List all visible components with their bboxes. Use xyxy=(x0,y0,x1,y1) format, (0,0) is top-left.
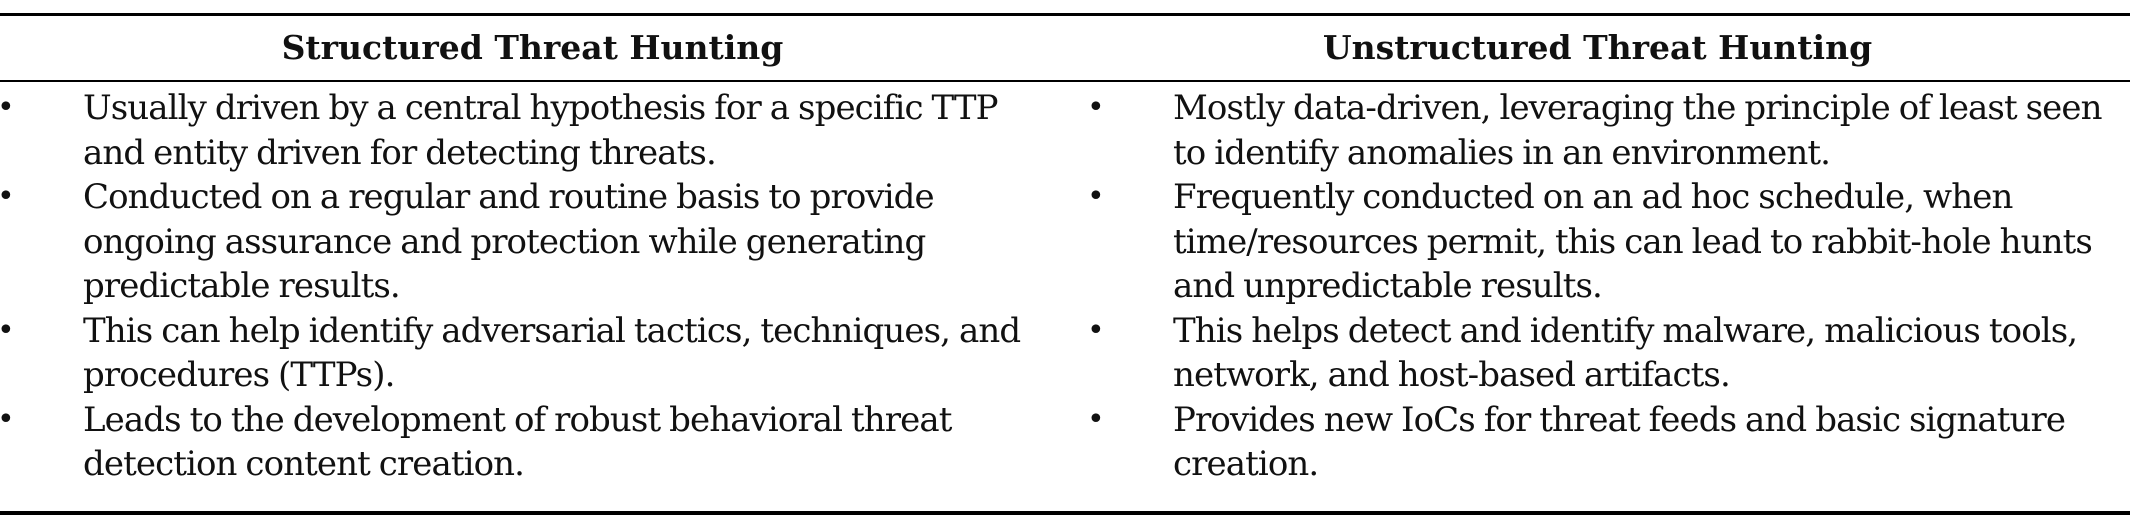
header-divider-rule xyxy=(0,80,2130,82)
bullet-icon: • xyxy=(1087,312,1105,348)
list-item: • Leads to the development of robust beh… xyxy=(0,398,1060,487)
bullet-icon: • xyxy=(0,398,15,443)
bullet-icon: • xyxy=(0,86,15,131)
bullet-icon: • xyxy=(1087,179,1105,214)
bullet-icon: • xyxy=(1087,401,1105,437)
list-item: • Usually driven by a central hypothesis… xyxy=(0,86,1060,175)
list-item-text: Leads to the development of robust behav… xyxy=(83,399,952,485)
bullet-icon: • xyxy=(0,309,15,354)
table-bottom-rule xyxy=(0,511,2130,515)
list-item-text: Conducted on a regular and routine basis… xyxy=(83,177,935,306)
column-header-unstructured: Unstructured Threat Hunting xyxy=(1322,28,1873,67)
column-header-structured: Structured Threat Hunting xyxy=(281,28,784,67)
list-item-text: This can help identify adversarial tacti… xyxy=(83,310,1021,396)
list-item: • Frequently conducted on an ad hoc sche… xyxy=(1070,175,2130,309)
list-item-text: This helps detect and identify malware, … xyxy=(1173,310,2078,396)
table-top-rule xyxy=(0,13,2130,16)
list-item: • Conducted on a regular and routine bas… xyxy=(0,175,1060,309)
list-item: • Mostly data-driven, leveraging the pri… xyxy=(1070,86,2130,175)
list-item: • This can help identify adversarial tac… xyxy=(0,309,1060,398)
bullet-icon: • xyxy=(0,175,15,220)
list-item-text: Mostly data-driven, leveraging the princ… xyxy=(1173,88,2103,173)
list-item-text: Usually driven by a central hypothesis f… xyxy=(83,88,999,173)
list-item: • Provides new IoCs for threat feeds and… xyxy=(1070,398,2130,487)
list-item: • This helps detect and identify malware… xyxy=(1070,309,2130,398)
structured-column: • Usually driven by a central hypothesis… xyxy=(0,86,1060,487)
bullet-icon: • xyxy=(1087,90,1105,125)
unstructured-column: • Mostly data-driven, leveraging the pri… xyxy=(1070,86,2130,487)
list-item-text: Frequently conducted on an ad hoc schedu… xyxy=(1173,177,2093,306)
list-item-text: Provides new IoCs for threat feeds and b… xyxy=(1173,399,2066,485)
